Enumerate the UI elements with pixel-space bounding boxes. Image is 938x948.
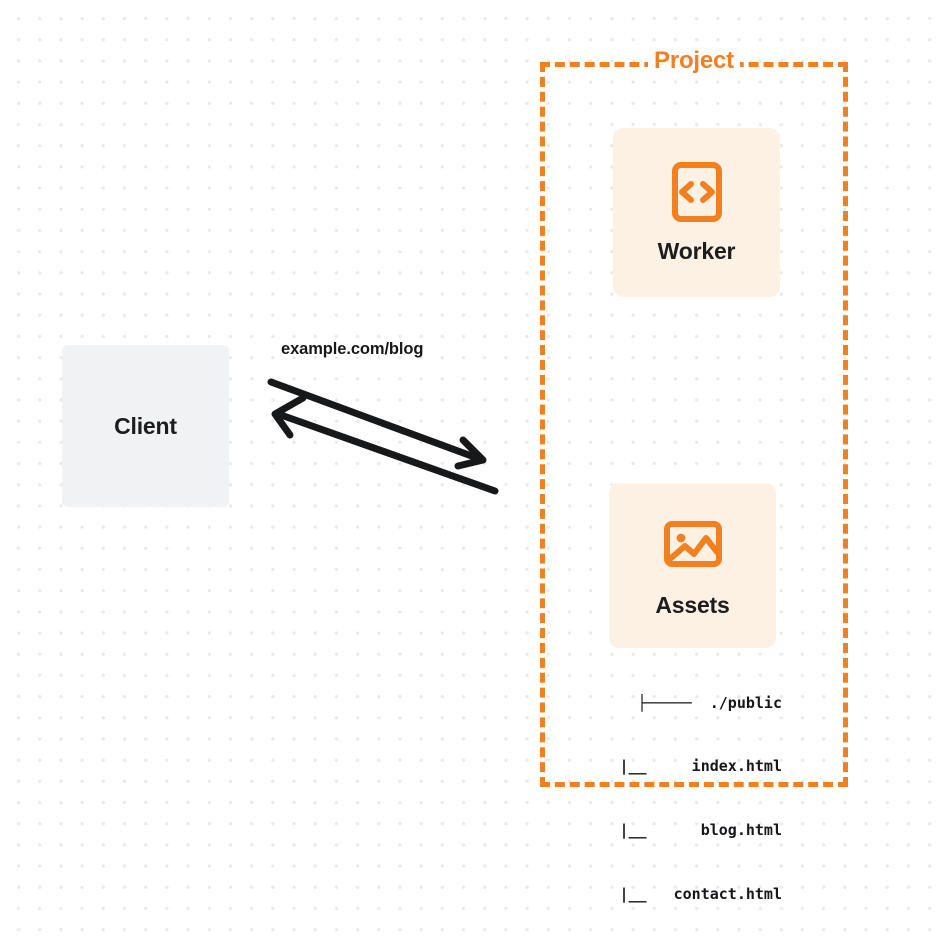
asset-tree-line: |__ index.html: [619, 757, 782, 776]
edge-label-url: example.com/blog: [281, 340, 424, 358]
asset-tree-line: |__ contact.html: [619, 885, 782, 904]
asset-tree-line: ├───── ./public: [637, 693, 783, 712]
response-arrow-icon: [271, 394, 499, 495]
project-title: Project: [540, 47, 848, 75]
request-response-arrows: [267, 378, 499, 495]
service-card-worker[interactable]: Worker: [613, 128, 780, 297]
asset-file-tree: ├───── ./public |__ index.html |__ blog.…: [560, 650, 782, 948]
image-icon: [663, 521, 722, 567]
service-name-worker: Worker: [657, 238, 736, 264]
service-name-assets: Assets: [655, 592, 730, 618]
service-card-assets[interactable]: Assets: [609, 483, 776, 648]
diagram-canvas: Client example.com/blog Project Worker: [62, 47, 848, 903]
project-title-text: Project: [648, 47, 740, 74]
client-node[interactable]: Client: [62, 345, 229, 507]
request-arrow-icon: [267, 378, 487, 470]
asset-tree-line: |__ blog.html: [619, 821, 782, 840]
code-brackets-icon: [671, 162, 722, 222]
client-label: Client: [114, 412, 177, 439]
